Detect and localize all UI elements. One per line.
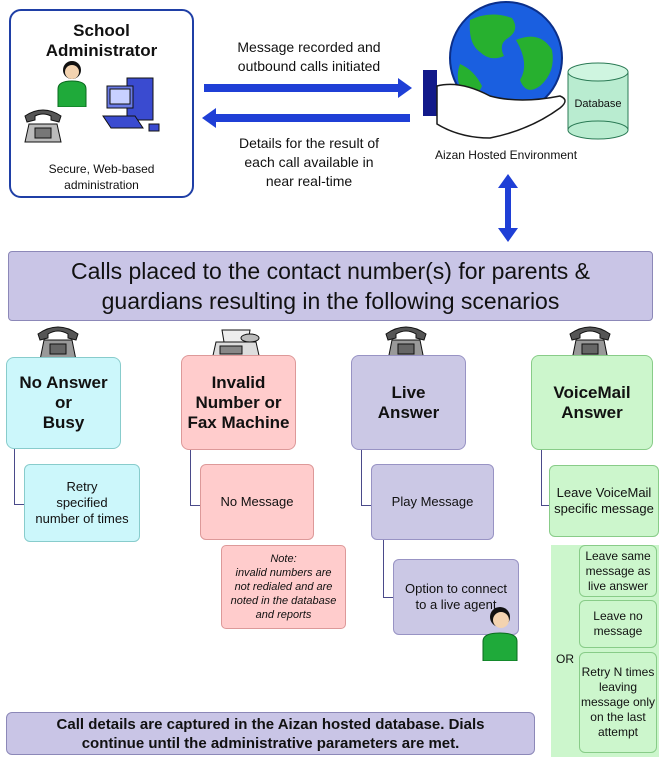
- opt1-line2: message as: [585, 563, 651, 578]
- outbound-text-line2: outbound calls initiated: [237, 58, 381, 74]
- admin-title-line1: School: [73, 21, 130, 40]
- note-line2: invalid numbers are: [235, 567, 332, 579]
- connector-line: [541, 450, 550, 506]
- admin-title: School Administrator: [11, 21, 192, 61]
- banner-text: Calls placed to the contact number(s) fo…: [71, 256, 590, 316]
- voicemail-option-no-message: Leave no message: [579, 600, 657, 648]
- play-message-text: Play Message: [391, 494, 474, 509]
- inbound-arrow-text: Details for the result of each call avai…: [214, 134, 404, 191]
- admin-subtitle-line2: administration: [64, 178, 139, 192]
- connector-line: [383, 540, 394, 598]
- live-agent-line2: to a live agent: [415, 597, 497, 612]
- connector-line: [361, 450, 372, 506]
- voicemail-line2: Answer: [561, 402, 623, 422]
- voicemail-action-line1: Leave VoiceMail: [556, 485, 652, 500]
- scenario-invalid-number: Invalid Number or Fax Machine: [181, 355, 296, 450]
- environment-label: Aizan Hosted Environment: [434, 148, 578, 162]
- opt2-line2: message: [593, 624, 643, 638]
- outbound-arrow-text: Message recorded and outbound calls init…: [214, 38, 404, 76]
- hand-icon: [436, 83, 566, 139]
- banner-line2: guardians resulting in the following sce…: [101, 288, 560, 314]
- note-line1: Note:: [270, 553, 297, 565]
- admin-subtitle: Secure, Web-based administration: [11, 161, 192, 193]
- voicemail-action-box: Leave VoiceMail specific message: [549, 465, 659, 537]
- no-answer-action-box: Retry specified number of times: [24, 464, 140, 542]
- database-label: Database: [574, 98, 622, 110]
- no-answer-line3: Busy: [42, 413, 85, 432]
- opt3-line1: Retry N times: [581, 665, 655, 679]
- live-agent-option-box: Option to connect to a live agent: [393, 559, 519, 635]
- vertical-double-arrow-icon: [498, 174, 518, 242]
- invalid-line1: Invalid: [211, 372, 266, 392]
- no-answer-line2: or: [54, 393, 72, 412]
- no-answer-line1: No Answer: [19, 373, 108, 392]
- voicemail-action-line2: specific message: [554, 501, 654, 516]
- footer-line1: Call details are captured in the Aizan h…: [56, 715, 485, 733]
- outbound-arrow-icon: [204, 78, 412, 98]
- inbound-text-line3: near real-time: [265, 173, 353, 189]
- school-administrator-box: School Administrator Secure, Web-based a…: [9, 9, 194, 198]
- computer-icon: [102, 77, 160, 132]
- no-message-text: No Message: [220, 494, 294, 509]
- opt3-line5: attempt: [597, 725, 638, 739]
- opt3-line2: leaving: [598, 680, 637, 694]
- no-message-box: No Message: [200, 464, 314, 540]
- voicemail-option-retry: Retry N times leaving message only on th…: [579, 652, 657, 753]
- telephone-icon: [37, 326, 79, 361]
- opt3-line3: message only: [580, 695, 656, 709]
- invalid-note-box: Note: invalid numbers are not redialed a…: [221, 545, 346, 629]
- note-line4: noted in the database: [230, 595, 337, 607]
- inbound-text-line1: Details for the result of: [238, 135, 380, 151]
- footer-line2: continue until the administrative parame…: [81, 734, 460, 752]
- scenario-live-answer: Live Answer: [351, 355, 466, 450]
- cuff-icon: [423, 70, 437, 116]
- opt1-line1: Leave same: [585, 548, 651, 563]
- invalid-line2: Number or: [195, 392, 282, 412]
- agent-icon: [482, 607, 518, 661]
- scenarios-banner: Calls placed to the contact number(s) fo…: [8, 251, 653, 321]
- admin-subtitle-line1: Secure, Web-based: [48, 162, 155, 176]
- opt3-line4: on the last: [590, 710, 646, 724]
- footer-note: Call details are captured in the Aizan h…: [6, 712, 535, 755]
- play-message-box: Play Message: [371, 464, 494, 540]
- inbound-arrow-icon: [202, 108, 410, 128]
- note-line3: not redialed and are: [234, 581, 333, 593]
- scenario-voicemail: VoiceMail Answer: [531, 355, 653, 450]
- voicemail-option-same-message: Leave same message as live answer: [579, 545, 657, 597]
- live-line1: Live: [391, 382, 426, 402]
- note-line5: and reports: [255, 609, 312, 621]
- connector-line: [14, 449, 25, 505]
- person-icon: [57, 61, 87, 107]
- no-answer-action-line2: specified: [56, 495, 108, 510]
- or-label: OR: [556, 652, 574, 666]
- banner-line1: Calls placed to the contact number(s) fo…: [70, 258, 591, 284]
- admin-title-line2: Administrator: [45, 41, 158, 60]
- scenario-no-answer: No Answer or Busy: [6, 357, 121, 449]
- voicemail-line1: VoiceMail: [553, 382, 631, 402]
- outbound-text-line1: Message recorded and: [237, 39, 381, 55]
- live-line2: Answer: [377, 402, 440, 422]
- opt2-line1: Leave no: [593, 609, 643, 623]
- live-agent-line1: Option to connect: [405, 581, 507, 596]
- opt1-line3: live answer: [587, 578, 649, 593]
- connector-line: [190, 450, 201, 506]
- no-answer-action-line1: Retry: [66, 479, 98, 494]
- inbound-text-line2: each call available in: [244, 154, 374, 170]
- no-answer-action-line3: number of times: [35, 511, 129, 526]
- invalid-line3: Fax Machine: [187, 412, 290, 432]
- arrows-layer: [202, 78, 518, 242]
- hosted-environment-graphic: [423, 1, 629, 140]
- telephone-icon: [24, 109, 62, 143]
- database-icon: [567, 62, 629, 140]
